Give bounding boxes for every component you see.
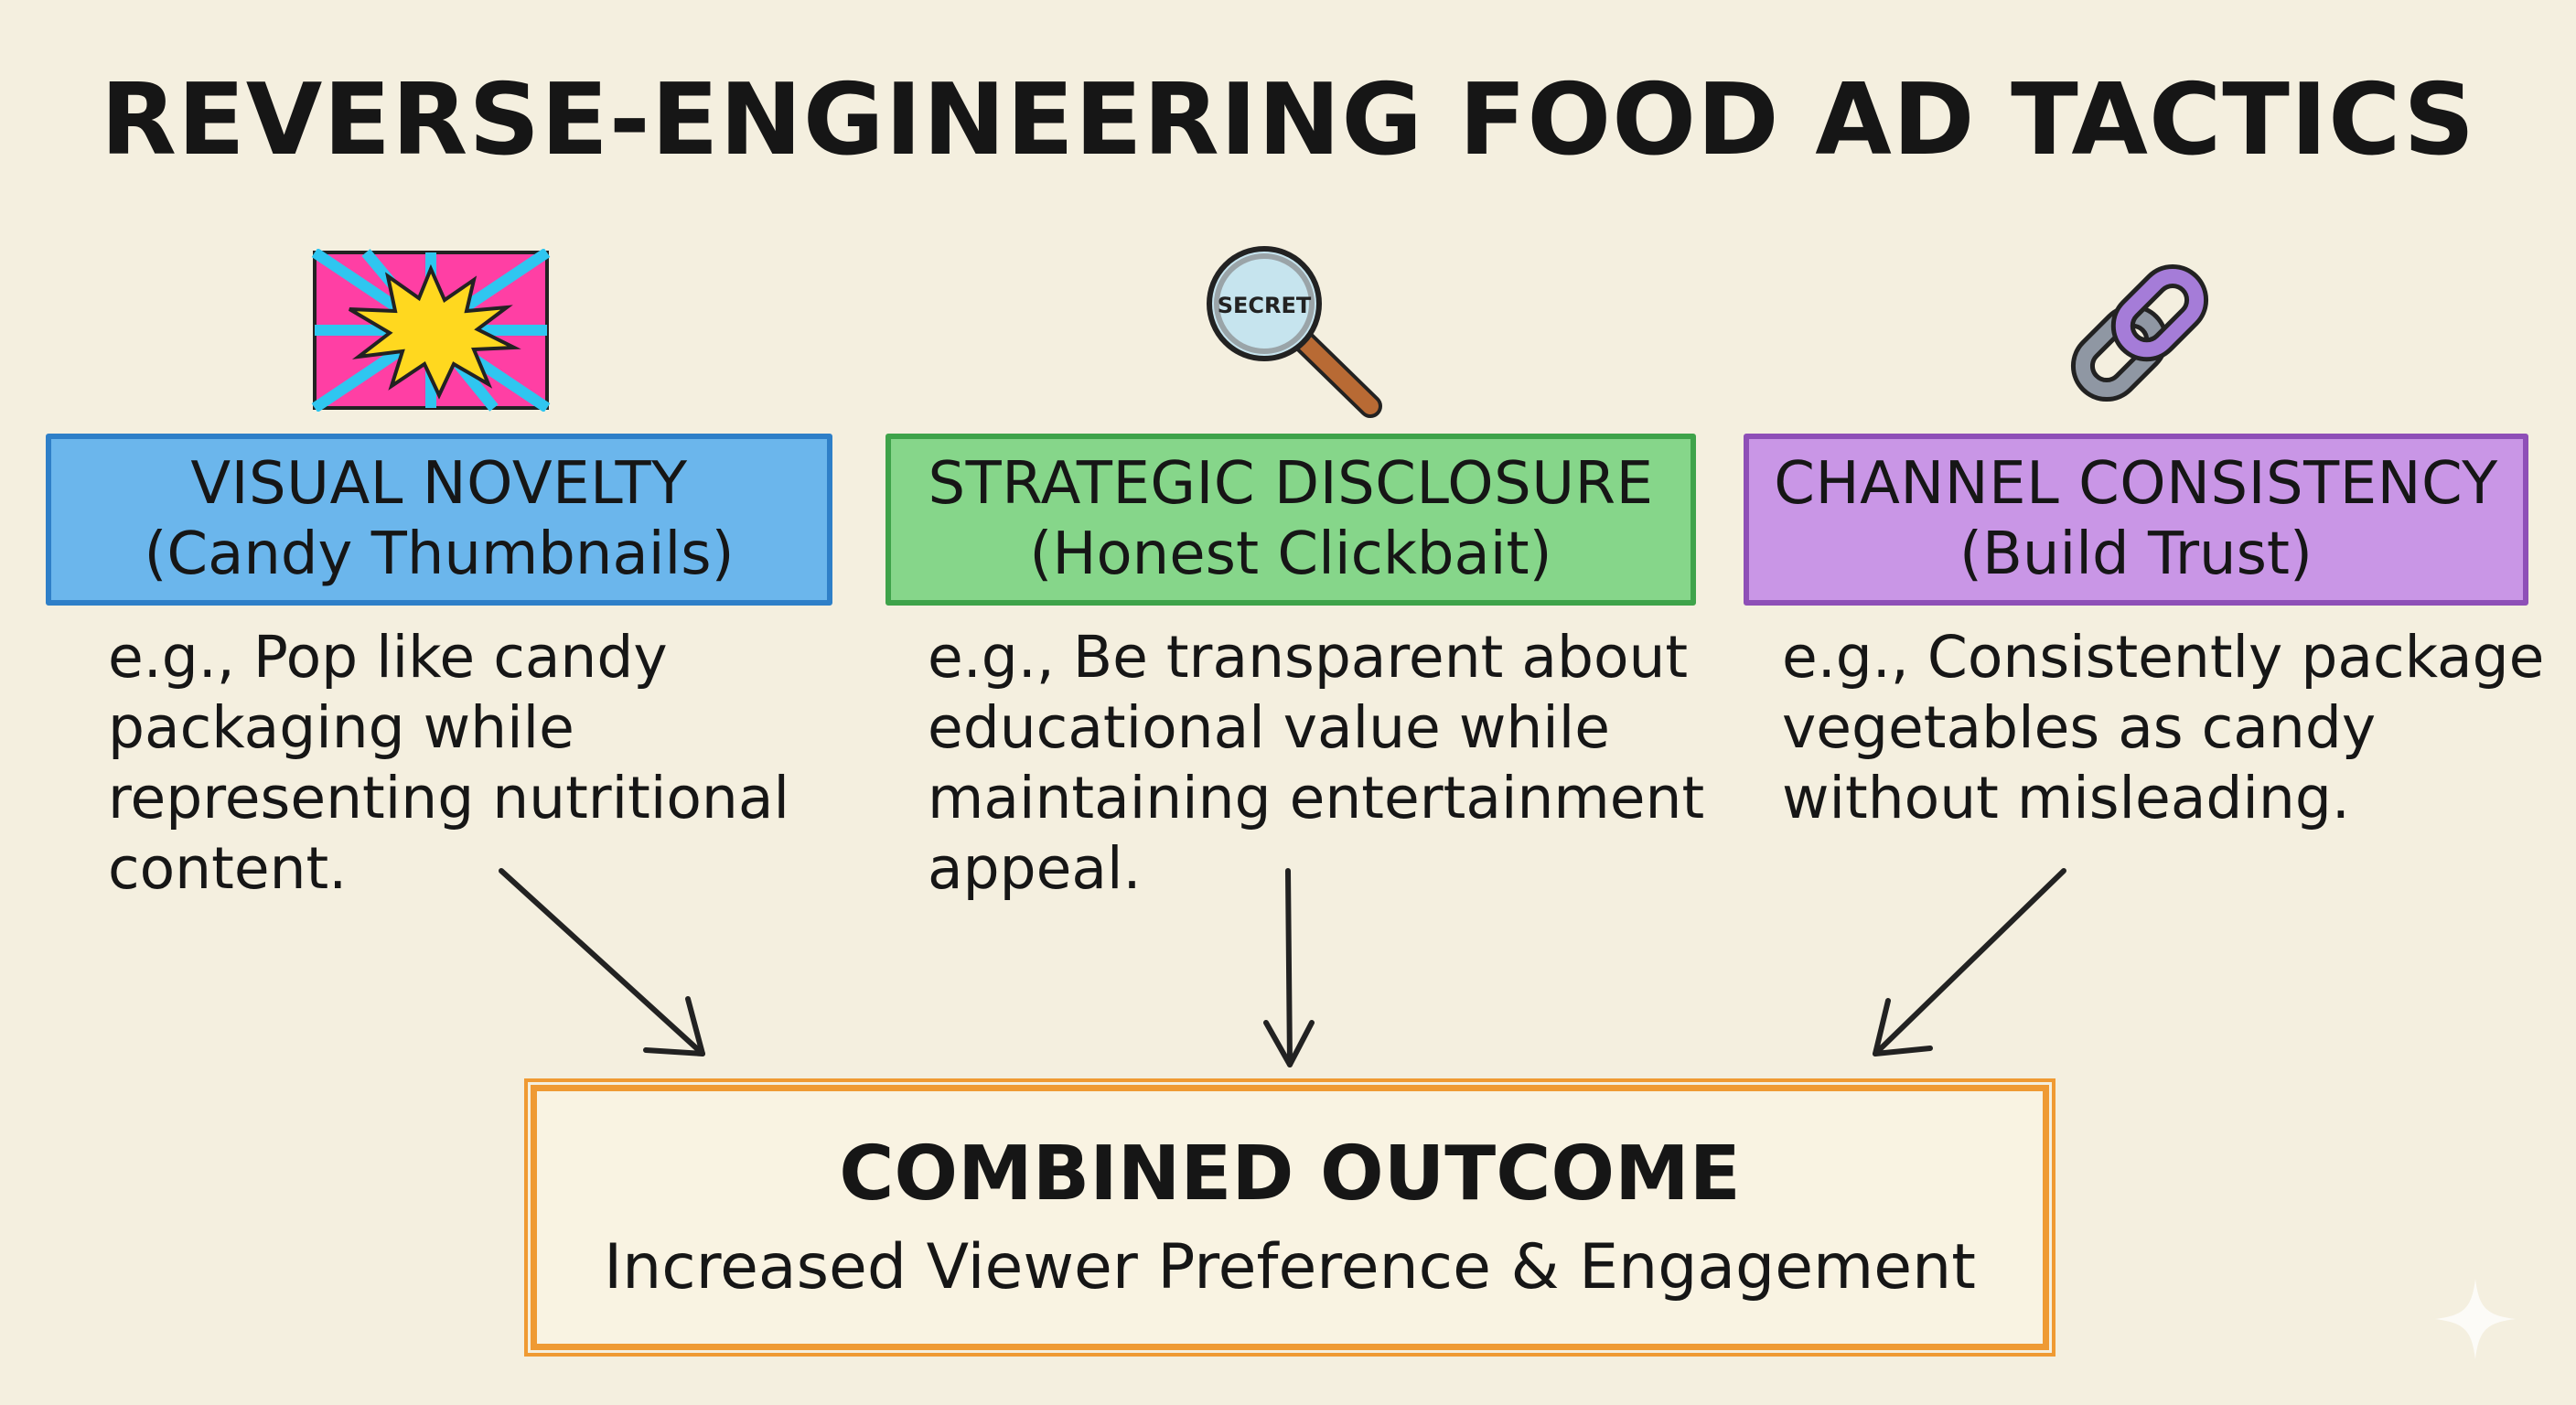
visual-novelty-description: e.g., Pop like candy packaging while rep… xyxy=(108,624,789,902)
combined-outcome-subtitle: Increased Viewer Preference & Engagement xyxy=(604,1231,1976,1304)
strategic-disclosure-description: e.g., Be transparent about educational v… xyxy=(928,624,1705,902)
comic-burst-icon xyxy=(311,249,551,412)
channel-consistency-heading: CHANNEL CONSISTENCY xyxy=(1774,450,2498,519)
channel-consistency-subheading: (Build Trust) xyxy=(1959,520,2313,588)
left-arrow xyxy=(499,868,705,1056)
magnifying-glass-icon: SECRET xyxy=(1207,246,1382,418)
secret-label: SECRET xyxy=(1218,293,1312,318)
page-title: REVERSE-ENGINEERING FOOD AD TACTICS xyxy=(100,63,2476,177)
visual-novelty-box: VISUAL NOVELTY (Candy Thumbnails) xyxy=(46,434,832,606)
center-arrow xyxy=(1263,868,1315,1067)
sparkle-icon xyxy=(2435,1279,2516,1359)
channel-consistency-description: e.g., Consistently package vegetables as… xyxy=(1782,624,2545,831)
combined-outcome-box: COMBINED OUTCOME Increased Viewer Prefer… xyxy=(531,1085,2049,1350)
visual-novelty-heading: VISUAL NOVELTY xyxy=(190,450,688,519)
strategic-disclosure-heading: STRATEGIC DISCLOSURE xyxy=(928,450,1654,519)
strategic-disclosure-subheading: (Honest Clickbait) xyxy=(1029,520,1552,588)
visual-novelty-subheading: (Candy Thumbnails) xyxy=(144,520,735,588)
channel-consistency-box: CHANNEL CONSISTENCY (Build Trust) xyxy=(1744,434,2528,606)
combined-outcome-title: COMBINED OUTCOME xyxy=(839,1131,1741,1217)
right-arrow xyxy=(1873,868,2066,1056)
strategic-disclosure-box: STRATEGIC DISCLOSURE (Honest Clickbait) xyxy=(886,434,1696,606)
chain-link-icon xyxy=(2070,263,2209,402)
